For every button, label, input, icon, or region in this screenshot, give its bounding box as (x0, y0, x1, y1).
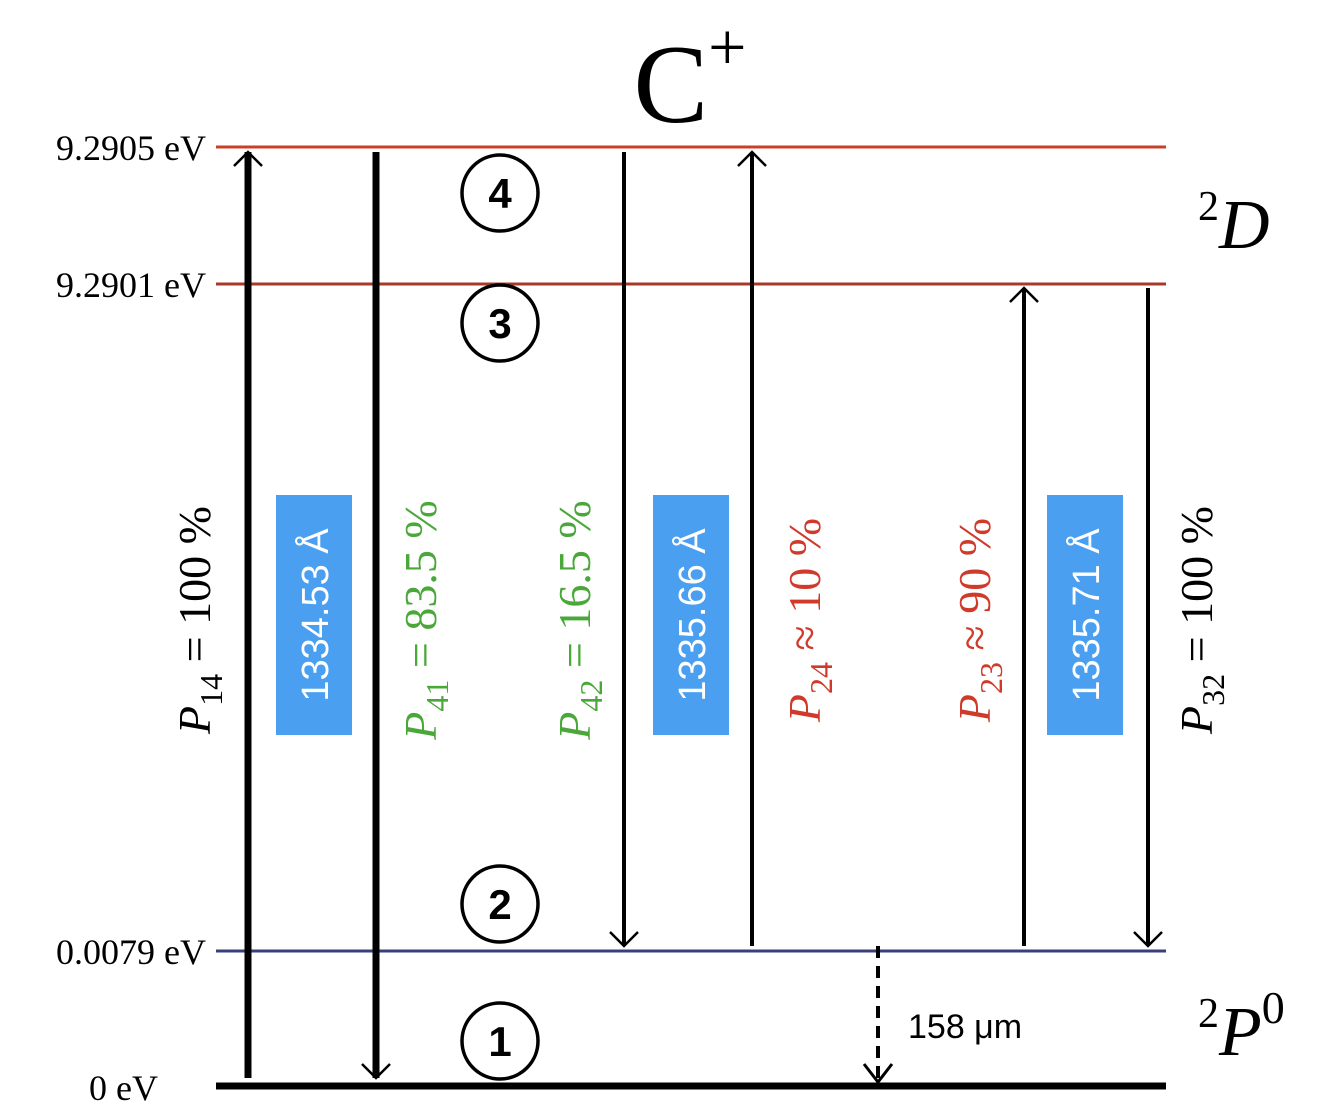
svg-text:1: 1 (488, 1018, 511, 1065)
svg-text:3: 3 (488, 300, 511, 347)
svg-text:1334.53 Å: 1334.53 Å (293, 528, 337, 702)
svg-text:P14 = 100 %: P14 = 100 % (169, 506, 229, 735)
branching-label-P14: P14 = 100 % (169, 506, 229, 735)
svg-text:P24 ≈ 10 %: P24 ≈ 10 % (779, 518, 839, 723)
svg-text:P41 = 83.5 %: P41 = 83.5 % (395, 500, 455, 740)
wavelength-badge-1: 1334.53 Å (276, 495, 352, 735)
arrow-fine-structure-head (862, 1063, 894, 1085)
svg-text:1335.71 Å: 1335.71 Å (1064, 528, 1108, 702)
energy-label-1: 0 eV (89, 1068, 158, 1108)
svg-text:1335.66 Å: 1335.66 Å (670, 528, 714, 702)
branching-label-P42: P42 = 16.5 % (549, 500, 609, 740)
energy-label-4: 9.2905 eV (56, 128, 206, 168)
level-marker-4: 4 (460, 153, 540, 233)
branching-label-P32: P32 = 100 % (1171, 506, 1231, 735)
svg-text:P42 = 16.5 %: P42 = 16.5 % (549, 500, 609, 740)
branching-label-P23: P23 ≈ 90 % (949, 518, 1009, 723)
level-marker-1: 1 (460, 1001, 540, 1081)
svg-text:4: 4 (488, 170, 512, 217)
energy-label-3: 9.2901 eV (56, 265, 206, 305)
svg-text:P32 = 100 %: P32 = 100 % (1171, 506, 1231, 735)
svg-text:P23 ≈ 90 %: P23 ≈ 90 % (949, 518, 1009, 723)
level-marker-2: 2 (460, 864, 540, 944)
energy-label-2: 0.0079 eV (56, 932, 206, 972)
wavelength-badge-3: 1335.71 Å (1047, 495, 1123, 735)
ion-title: C+ (633, 9, 746, 147)
wavelength-badge-2: 1335.66 Å (653, 495, 729, 735)
branching-label-P41: P41 = 83.5 % (395, 500, 455, 740)
branching-label-P24: P24 ≈ 10 % (779, 518, 839, 723)
term-lower-2P0: 2P0 (1198, 982, 1285, 1071)
fine-structure-label: 158 μm (908, 1008, 1022, 1046)
term-upper-2D: 2D (1198, 184, 1270, 264)
level-marker-3: 3 (460, 283, 540, 363)
svg-text:2: 2 (488, 881, 511, 928)
